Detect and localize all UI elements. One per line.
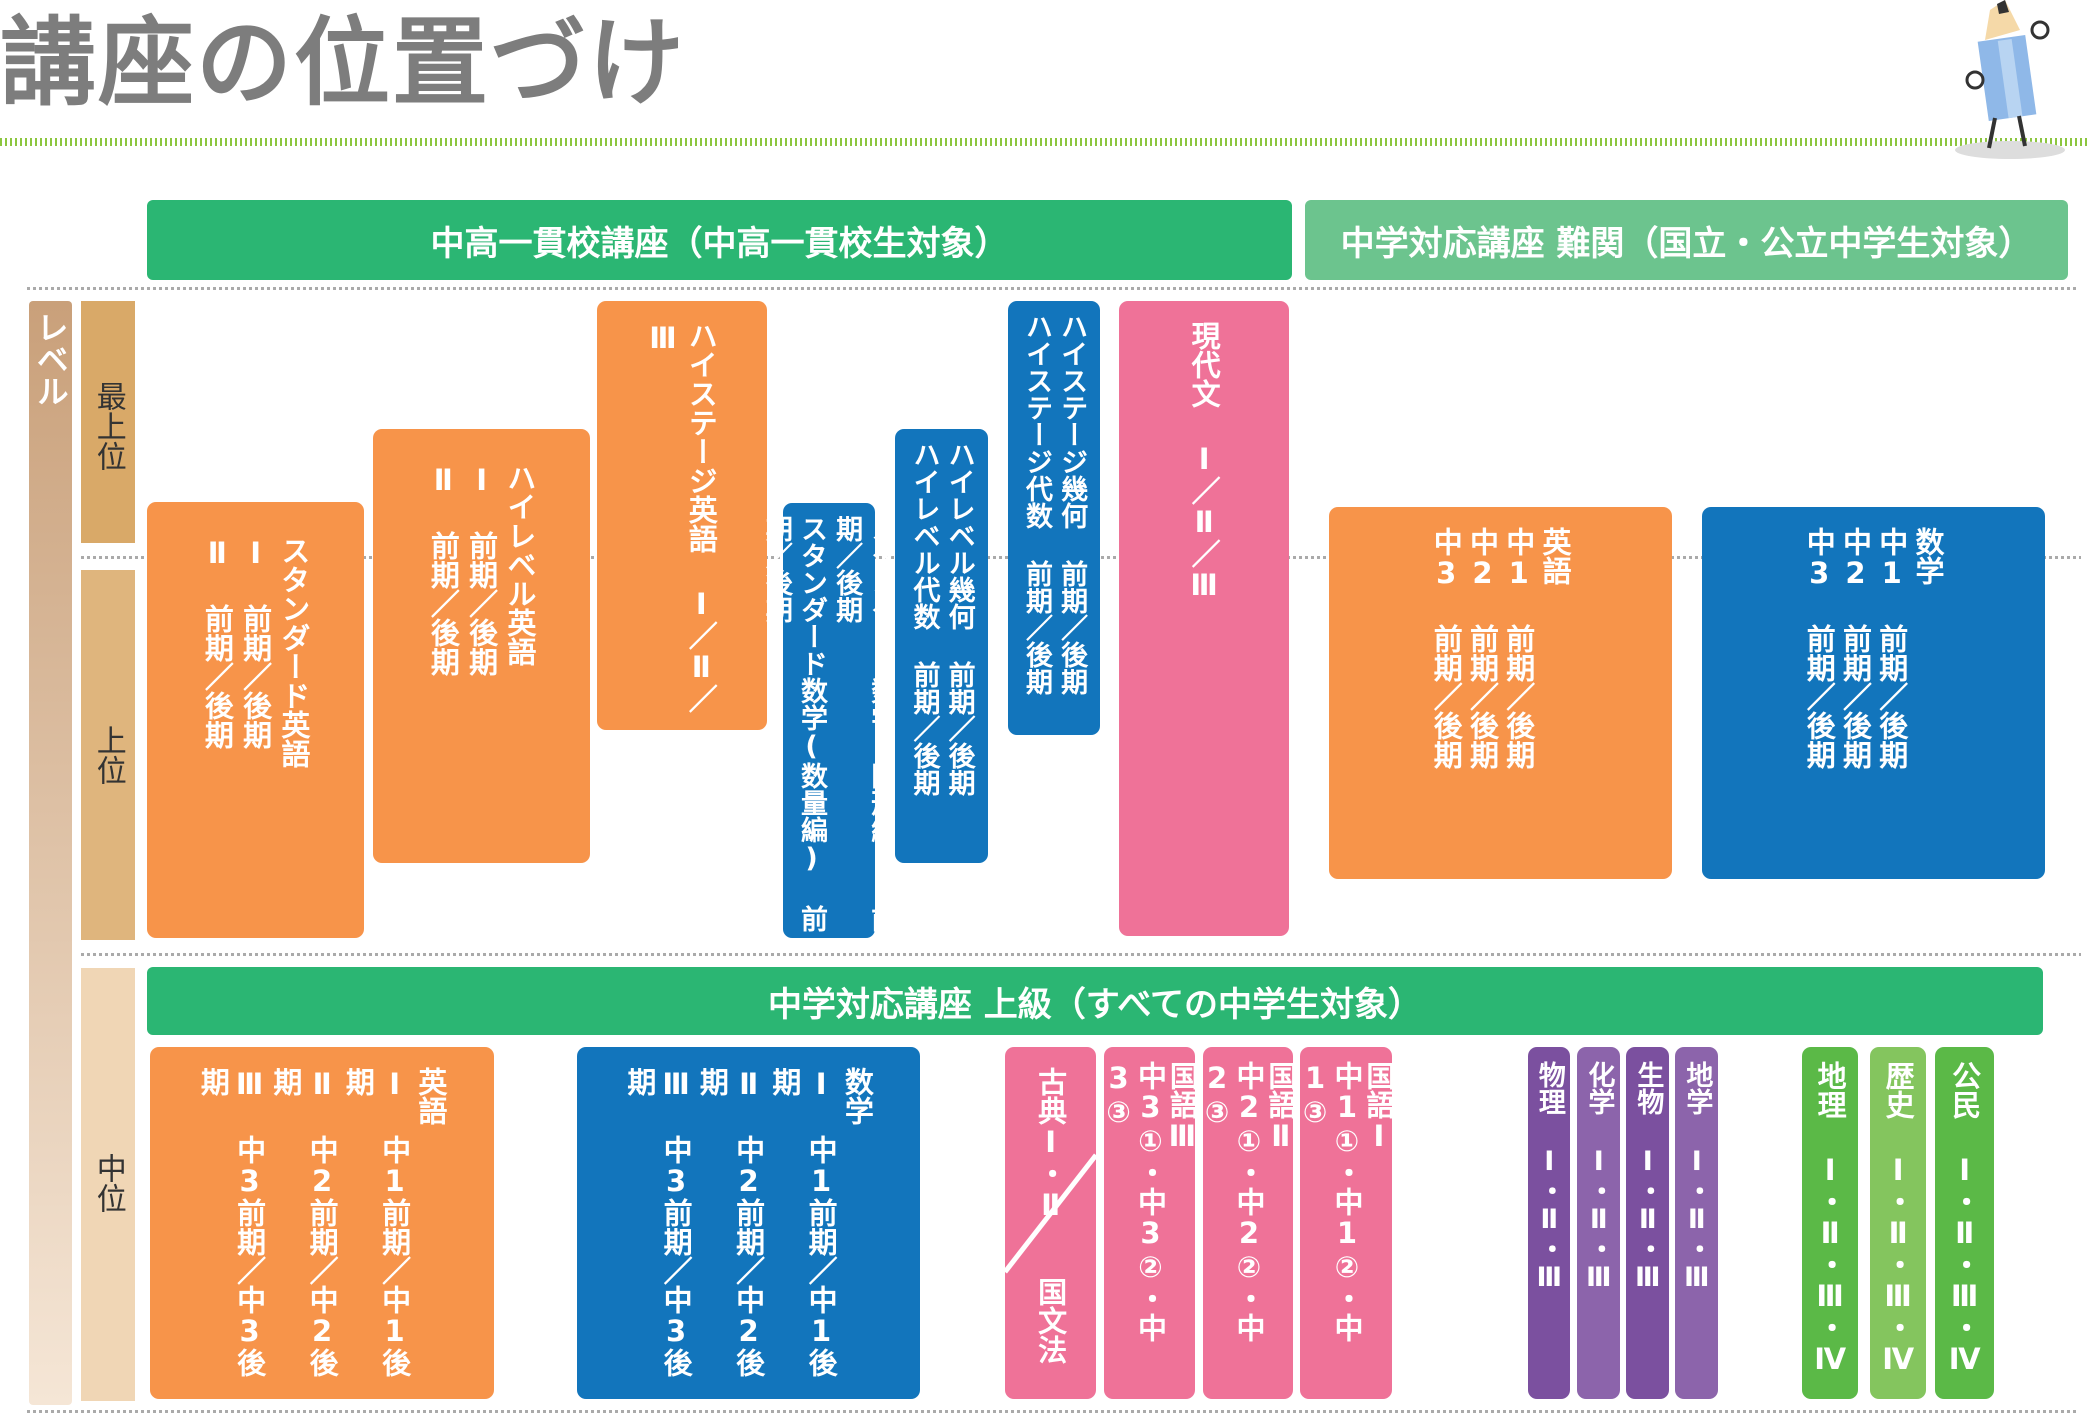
- level-axis-label: レベル: [31, 311, 70, 407]
- course-highlevel-math[interactable]: ハイレベル幾何 前期／後期ハイレベル代数 前期／後期: [895, 429, 988, 863]
- course-title: 国語Ⅱ: [1263, 1061, 1298, 1153]
- course-highstage-english[interactable]: ハイステージ英語 Ⅰ／Ⅱ／Ⅲ: [597, 301, 767, 730]
- course-title: ハイステージ代数 前期／後期: [1021, 313, 1052, 695]
- course-term: 中3①・中3②・中3③: [1101, 1061, 1168, 1342]
- course-physics[interactable]: 物理 Ⅰ・Ⅱ・Ⅲ: [1528, 1047, 1570, 1399]
- level-upper: 上位: [81, 570, 135, 940]
- course-term: Ⅰ 中1前期／中1後期: [341, 1067, 412, 1377]
- course-term: Ⅱ 中2前期／中2後期: [268, 1067, 340, 1377]
- course-title: 物理 Ⅰ・Ⅱ・Ⅲ: [1533, 1061, 1565, 1293]
- course-standard-math[interactable]: スタンダード数学(図形編) 前期／後期スタンダード数学(数量編) 前期／後期: [761, 503, 897, 938]
- course-title: 英語: [1538, 527, 1572, 585]
- divider: [81, 953, 2081, 956]
- pencil-mascot-icon: [1955, 0, 2065, 159]
- course-title: 英語: [413, 1067, 448, 1125]
- course-title: ハイステージ英語 Ⅰ／Ⅱ／Ⅲ: [646, 321, 719, 713]
- course-title: 地学 Ⅰ・Ⅱ・Ⅲ: [1681, 1061, 1713, 1293]
- level-middle-label: 中位: [90, 1153, 126, 1213]
- course-title: スタンダード英語: [276, 536, 311, 768]
- course-title: ハイレベル英語: [502, 463, 537, 666]
- course-term: Ⅰ 前期／後期: [464, 463, 499, 676]
- level-upper-label: 上位: [90, 725, 126, 785]
- level-axis: レベル: [29, 301, 72, 1405]
- page-title: 講座の位置づけ: [0, 7, 686, 119]
- course-junior-top-english[interactable]: 英語中1 前期／後期中2 前期／後期中3 前期／後期: [1329, 507, 1672, 879]
- course-title: 化学 Ⅰ・Ⅱ・Ⅲ: [1583, 1061, 1615, 1293]
- course-term: 中3 前期／後期: [1802, 527, 1837, 769]
- header-junior-advanced: 中学対応講座 上級（すべての中学生対象）: [147, 967, 2043, 1035]
- course-term: Ⅱ 前期／後期: [200, 536, 235, 749]
- course-title-grammar: 国文法: [1033, 1277, 1068, 1364]
- divider: [27, 1410, 2077, 1413]
- header-junior-top: 中学対応講座 難関（国立・公立中学生対象）: [1305, 200, 2068, 280]
- course-title: スタンダード数学(図形編) 前期／後期: [831, 515, 898, 932]
- course-chemistry[interactable]: 化学 Ⅰ・Ⅱ・Ⅲ: [1577, 1047, 1620, 1399]
- course-title: 数学: [840, 1067, 875, 1125]
- header-integrated-school: 中高一貫校講座（中高一貫校生対象）: [147, 200, 1292, 280]
- course-term: Ⅰ 前期／後期: [238, 536, 273, 749]
- course-title: 公民 Ⅰ・Ⅱ・Ⅲ・Ⅳ: [1947, 1061, 1982, 1376]
- level-top-label: 最上位: [90, 381, 126, 471]
- divider: [27, 287, 2077, 290]
- course-earth-science[interactable]: 地学 Ⅰ・Ⅱ・Ⅲ: [1675, 1047, 1718, 1399]
- course-geography[interactable]: 地理 Ⅰ・Ⅱ・Ⅲ・Ⅳ: [1802, 1047, 1858, 1399]
- title-divider: [0, 138, 2088, 146]
- course-term: Ⅱ 前期／後期: [426, 463, 461, 676]
- course-title: ハイレベル幾何 前期／後期: [943, 441, 975, 796]
- course-title: 生物 Ⅰ・Ⅱ・Ⅲ: [1632, 1061, 1664, 1293]
- course-junior-top-math[interactable]: 数学中1 前期／後期中2 前期／後期中3 前期／後期: [1702, 507, 2045, 879]
- course-title: 現代文 Ⅰ／Ⅱ／Ⅲ: [1187, 321, 1222, 602]
- course-term: 中1 前期／後期: [1501, 527, 1536, 769]
- course-classics-grammar[interactable]: 古典Ⅰ・Ⅱ 国文法: [1005, 1047, 1096, 1399]
- course-title: 国語Ⅲ: [1165, 1061, 1200, 1153]
- course-term: Ⅱ 中2前期／中2後期: [695, 1067, 766, 1377]
- course-term: 中2①・中2②・中2③: [1200, 1061, 1266, 1342]
- course-term: 中3 前期／後期: [1429, 527, 1464, 769]
- course-title: ハイステージ幾何 前期／後期: [1056, 313, 1088, 695]
- course-modern-japanese[interactable]: 現代文 Ⅰ／Ⅱ／Ⅲ: [1119, 301, 1289, 936]
- course-title: 歴史 Ⅰ・Ⅱ・Ⅲ・Ⅳ: [1881, 1061, 1916, 1376]
- course-biology[interactable]: 生物 Ⅰ・Ⅱ・Ⅲ: [1626, 1047, 1669, 1399]
- course-civics[interactable]: 公民 Ⅰ・Ⅱ・Ⅲ・Ⅳ: [1935, 1047, 1994, 1399]
- course-title: 国語Ⅰ: [1361, 1061, 1396, 1153]
- course-history[interactable]: 歴史 Ⅰ・Ⅱ・Ⅲ・Ⅳ: [1870, 1047, 1926, 1399]
- course-term: Ⅰ 中1前期／中1後期: [767, 1067, 839, 1377]
- course-term: Ⅲ 中3前期／中3後期: [196, 1067, 267, 1377]
- course-term: 中1①・中1②・中1③: [1298, 1061, 1364, 1342]
- course-term: 中1 前期／後期: [1874, 527, 1909, 769]
- course-title: 地理 Ⅰ・Ⅱ・Ⅲ・Ⅳ: [1813, 1061, 1848, 1376]
- level-top: 最上位: [81, 301, 135, 543]
- course-term: Ⅲ 中3前期／中3後期: [622, 1067, 694, 1377]
- diagonal-divider: [1005, 1153, 1096, 1274]
- course-term: 中2 前期／後期: [1465, 527, 1500, 769]
- level-middle: 中位: [81, 968, 135, 1401]
- course-title: スタンダード数学(数量編) 前期／後期: [760, 515, 827, 932]
- course-title: ハイレベル代数 前期／後期: [908, 441, 940, 796]
- course-highstage-math[interactable]: ハイステージ幾何 前期／後期ハイステージ代数 前期／後期: [1008, 301, 1100, 735]
- course-term: 中2 前期／後期: [1838, 527, 1873, 769]
- course-title: 数学: [1911, 527, 1945, 585]
